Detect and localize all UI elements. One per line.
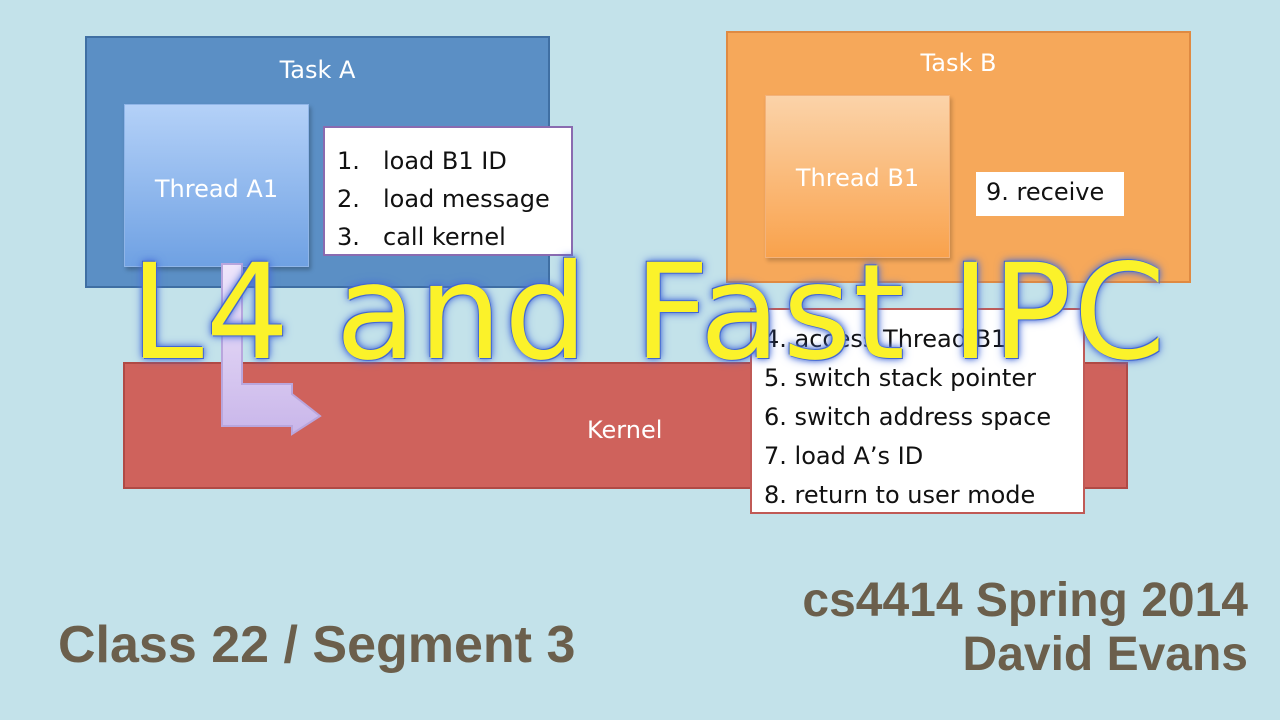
kernel-label: Kernel bbox=[587, 416, 663, 444]
step-1: 1. load B1 ID bbox=[337, 147, 507, 175]
kernel-steps-box: 4. access Thread B1 5. switch stack poin… bbox=[750, 308, 1085, 514]
kernel-step-5: 5. switch stack pointer bbox=[764, 364, 1036, 392]
step-3: 3. call kernel bbox=[337, 223, 506, 251]
kernel-step-6: 6. switch address space bbox=[764, 403, 1052, 431]
thread-a1-box: Thread A1 bbox=[124, 104, 309, 267]
thread-a1-label: Thread A1 bbox=[154, 175, 279, 203]
receive-step-box: 9. receive bbox=[976, 172, 1124, 216]
kernel-step-4: 4. access Thread B1 bbox=[764, 325, 1007, 353]
author-name: David Evans bbox=[962, 628, 1248, 681]
thread-b1-label: Thread B1 bbox=[795, 164, 920, 192]
segment-label: Class 22 / Segment 3 bbox=[58, 616, 576, 674]
kernel-step-8: 8. return to user mode bbox=[764, 481, 1036, 509]
call-kernel-arrow-icon bbox=[221, 263, 322, 436]
step-2: 2. load message bbox=[337, 185, 550, 213]
task-a-steps-box: 1. load B1 ID 2. load message 3. call ke… bbox=[323, 126, 573, 256]
kernel-step-7: 7. load A’s ID bbox=[764, 442, 924, 470]
course-name: cs4414 Spring 2014 bbox=[802, 574, 1248, 627]
overlay-title: L4 and Fast IPC bbox=[130, 236, 1168, 390]
task-b-title: Task B bbox=[920, 49, 997, 77]
course-credit: cs4414 Spring 2014 David Evans bbox=[802, 574, 1248, 682]
thread-b1-box: Thread B1 bbox=[765, 95, 950, 258]
task-a-title: Task A bbox=[279, 56, 356, 84]
